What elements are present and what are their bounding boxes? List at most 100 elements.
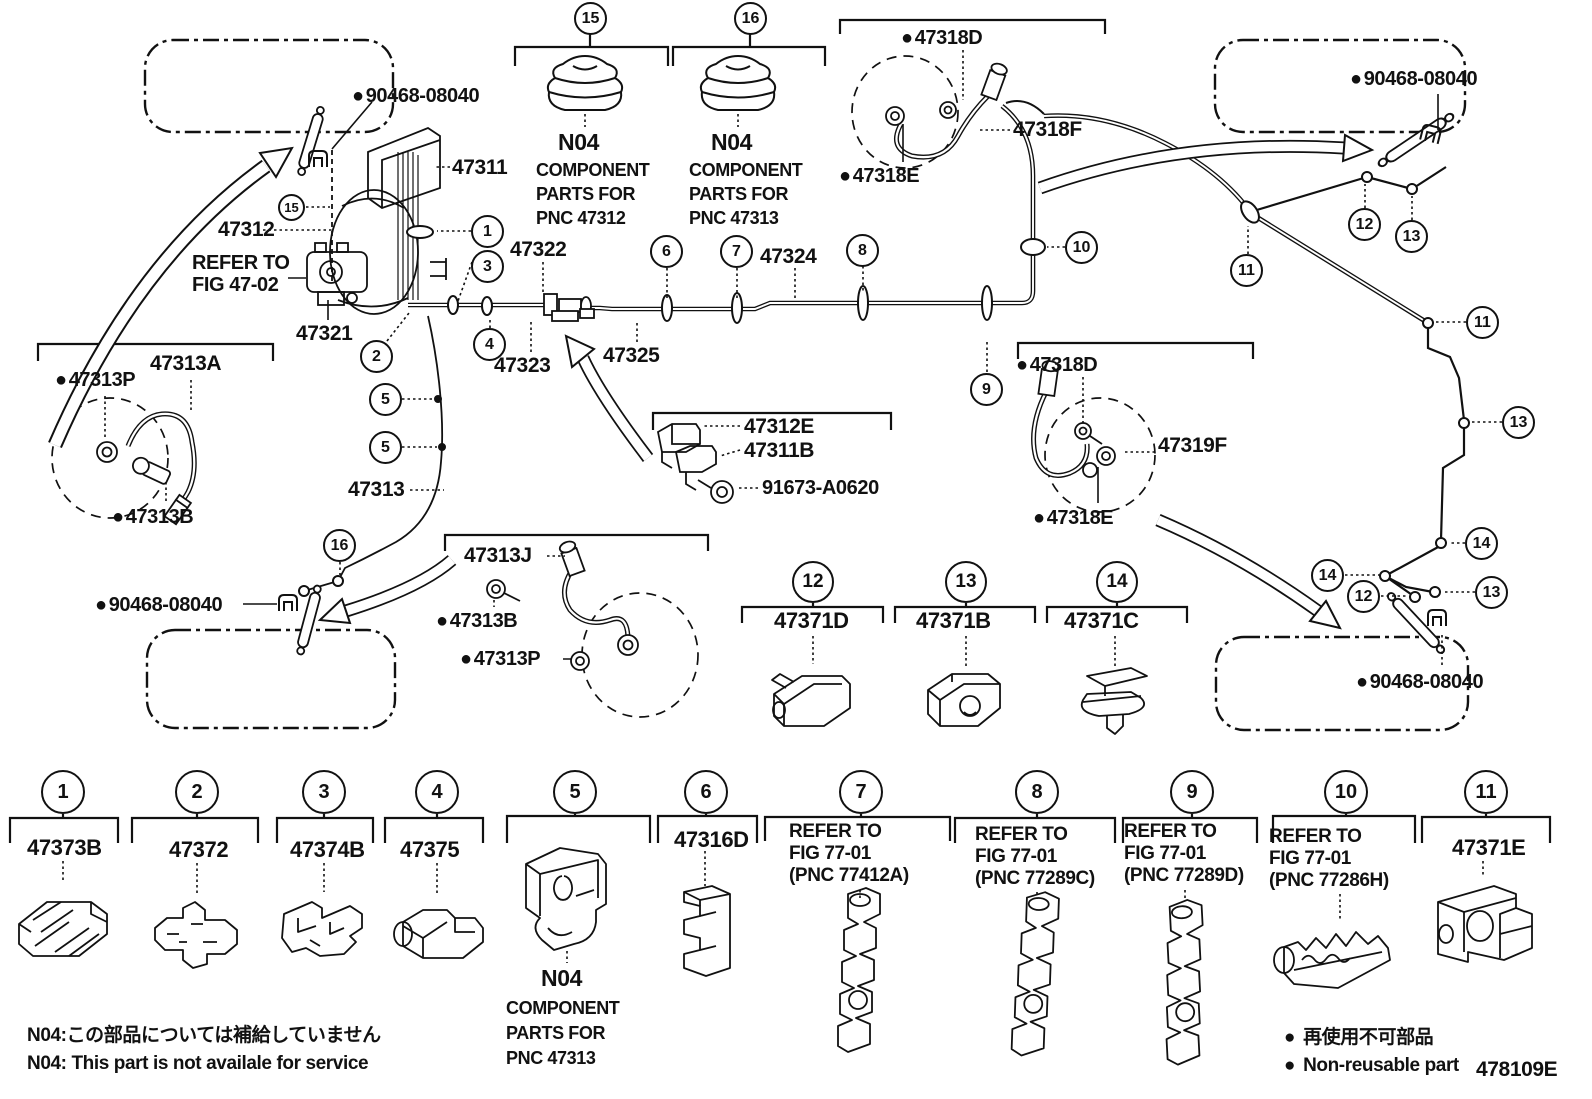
- non-reusable-bullet: ●: [352, 85, 364, 107]
- callout-15: 15: [278, 194, 305, 221]
- label-47374b: 47374B: [290, 837, 365, 862]
- callout-16: 16: [734, 2, 767, 35]
- callout-5: 5: [553, 770, 597, 814]
- label-47311b: 47311B: [744, 439, 815, 462]
- callout-4: 4: [473, 328, 506, 361]
- label-47318e: ●47318E: [1033, 507, 1114, 529]
- note-jp: N04:この部品については補給していません: [27, 1025, 381, 1046]
- label-47318d: ●47318D: [1016, 354, 1098, 376]
- callout-2: 2: [360, 340, 393, 373]
- callout-11: 11: [1464, 770, 1508, 814]
- label-47313p: ●47313P: [460, 648, 541, 670]
- callout-12: 12: [792, 561, 834, 603]
- non-reusable-bullet: ●: [1284, 1055, 1296, 1076]
- hose-47313-dotted: [303, 315, 444, 592]
- legend-non-reusable-jp: ●再使用不可部品: [1284, 1027, 1434, 1048]
- callout-12: 12: [1347, 580, 1380, 613]
- callout-13: 13: [1502, 406, 1535, 439]
- callout-10: 10: [1065, 231, 1098, 264]
- label-47371b: 47371B: [916, 608, 991, 633]
- label-47371d: 47371D: [774, 608, 849, 633]
- label-47371c: 47371C: [1064, 608, 1139, 633]
- label-47316d: 47316D: [674, 827, 749, 852]
- label-47372: 47372: [169, 837, 229, 862]
- reference-boxes: [143, 38, 1470, 732]
- label-47313a: 47313A: [150, 352, 222, 375]
- callout-13: 13: [1475, 576, 1508, 609]
- label-47312: 47312: [218, 218, 275, 241]
- callout-14: 14: [1311, 559, 1344, 592]
- callout-13: 13: [945, 561, 987, 603]
- flexible-hoses: [125, 94, 1090, 641]
- brake-tubes: [408, 100, 1466, 598]
- label-47323: 47323: [494, 354, 551, 377]
- dotted-leaders: [62, 50, 1502, 963]
- component-note-15-n04: N04: [558, 129, 599, 155]
- label-47321: 47321: [296, 322, 353, 345]
- label-47324: 47324: [760, 245, 817, 268]
- label-90468-08040: ●90468-08040: [352, 85, 480, 107]
- group-brackets: [8, 18, 1552, 843]
- callout-7: 7: [839, 770, 883, 814]
- label-91673-a0620: 91673-A0620: [762, 477, 879, 499]
- label-47313b: ●47313B: [112, 506, 194, 528]
- label-47319f: 47319F: [1158, 434, 1227, 457]
- label-90468-08040: ●90468-08040: [1350, 68, 1478, 90]
- component-note-16-n04: N04: [711, 129, 752, 155]
- callout-8: 8: [846, 234, 879, 267]
- callout-9: 9: [970, 373, 1003, 406]
- callout-11: 11: [1466, 306, 1499, 339]
- label-47373b: 47373B: [27, 835, 102, 860]
- label-90468-08040: ●90468-08040: [95, 594, 223, 616]
- label-47322: 47322: [510, 238, 567, 261]
- callout-16: 16: [323, 529, 356, 562]
- fitting-47322: [543, 293, 595, 322]
- callout-4: 4: [415, 770, 459, 814]
- callout-6: 6: [650, 235, 683, 268]
- callout-7: 7: [720, 235, 753, 268]
- label-47313: 47313: [348, 478, 405, 501]
- callout-5: 5: [369, 431, 402, 464]
- hose-hardware: [96, 62, 1116, 671]
- direction-arrows: [48, 133, 1375, 630]
- callout-1: 1: [471, 215, 504, 248]
- callout-10: 10: [1324, 770, 1368, 814]
- label-47318d: ●47318D: [901, 27, 983, 49]
- callout-3: 3: [471, 250, 504, 283]
- component-note-5-n04: N04: [541, 965, 582, 991]
- note-en: N04: This part is not availale for servi…: [27, 1053, 369, 1074]
- label-47375: 47375: [400, 837, 460, 862]
- label-47313j: 47313J: [464, 544, 532, 567]
- master-cylinder-cluster: [306, 126, 447, 315]
- figure-code: 478109E: [1476, 1058, 1558, 1081]
- label-47325: 47325: [603, 344, 660, 367]
- callout-15: 15: [574, 2, 607, 35]
- callout-9: 9: [1170, 770, 1214, 814]
- fittings-47312e-47311b: [656, 423, 734, 504]
- callout-13: 13: [1395, 220, 1428, 253]
- callout-8: 8: [1015, 770, 1059, 814]
- label-47312e: 47312E: [744, 415, 815, 438]
- callout-6: 6: [684, 770, 728, 814]
- non-reusable-bullet: ●: [1284, 1027, 1296, 1048]
- label-90468-08040: ●90468-08040: [1356, 671, 1484, 693]
- grommet-16: [699, 55, 777, 111]
- label-47313b: ●47313B: [436, 610, 518, 632]
- legend-non-reusable-en: ●Non-reusable part: [1284, 1055, 1459, 1076]
- label-47311: 47311: [452, 156, 508, 179]
- tube-junctions: [298, 171, 1470, 603]
- label-47318e: ●47318E: [839, 165, 920, 187]
- callout-14: 14: [1096, 561, 1138, 603]
- callout-12: 12: [1348, 208, 1381, 241]
- callout-3: 3: [302, 770, 346, 814]
